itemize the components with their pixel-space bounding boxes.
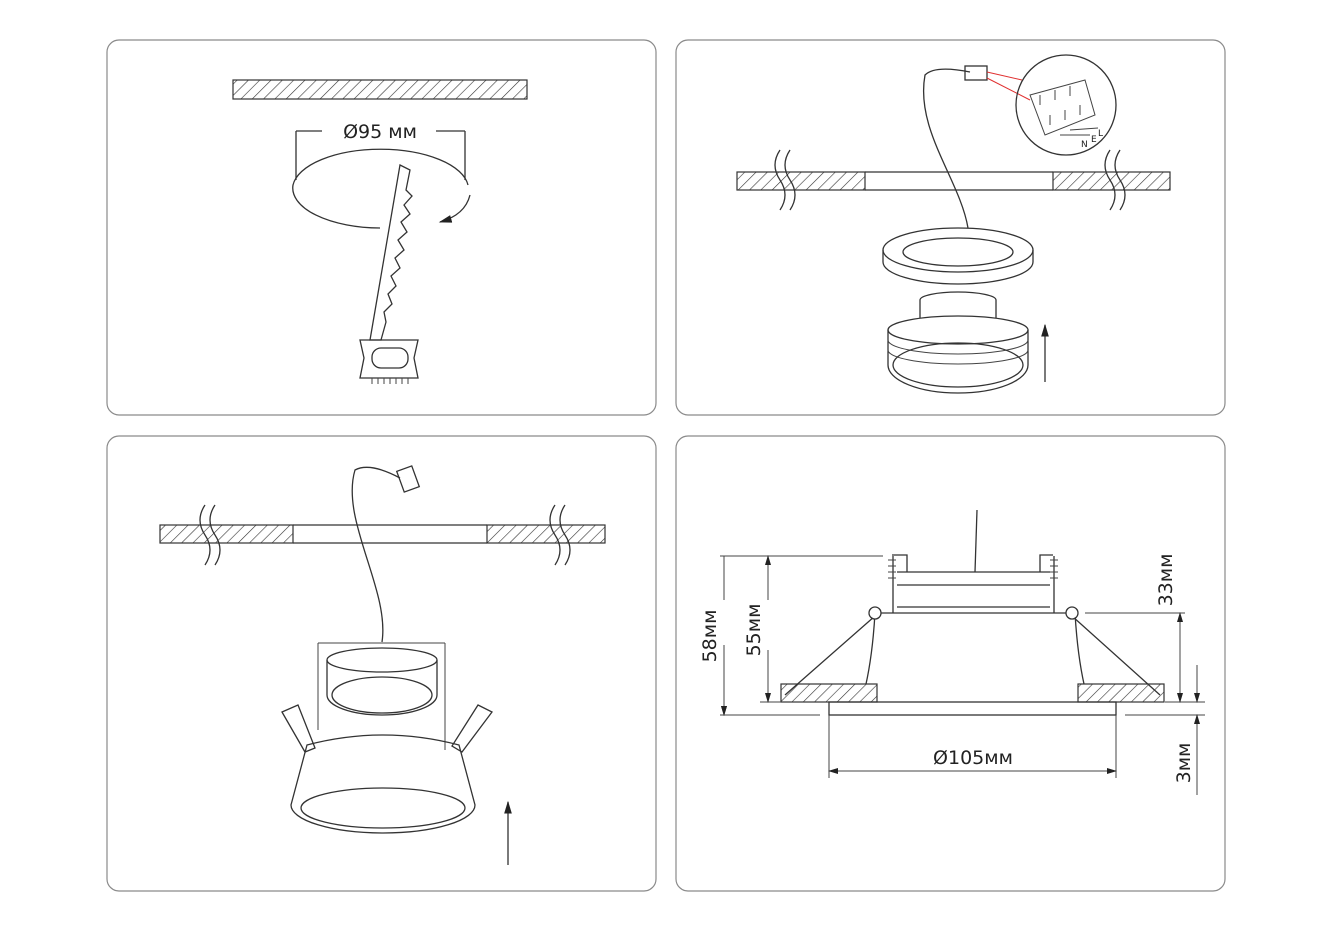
total-height-label: 58мм: [699, 610, 721, 663]
ceiling-section: [232, 79, 528, 100]
step-4-panel: 58мм 55мм 33мм 3мм Ø105мм: [675, 435, 1226, 892]
spring-clip-right: [451, 704, 493, 753]
saw-handle: [359, 339, 419, 379]
callout-lines: [986, 71, 1031, 101]
step-1-panel: Ø95 мм: [106, 39, 657, 416]
power-wire: [351, 466, 401, 643]
body-height-label: 55мм: [743, 604, 765, 657]
dimension-line: [295, 130, 466, 180]
terminal-block: [395, 465, 421, 493]
ceiling-hole: [292, 148, 469, 229]
lamp-module: [317, 642, 446, 750]
step-2-panel: L N E: [675, 39, 1226, 416]
spring-clip-left: [281, 704, 316, 753]
trim-diameter-label: Ø105мм: [933, 747, 1013, 769]
terminal-callout: [1015, 54, 1117, 156]
step-3-panel: [106, 435, 657, 892]
trim-thickness-label: 3мм: [1173, 743, 1195, 784]
power-wire: [974, 509, 978, 573]
power-wire: [923, 68, 971, 229]
saw-blade: [369, 164, 413, 341]
lamp-module: [887, 291, 1029, 394]
mounting-ring: [882, 227, 1034, 285]
terminal-label-n: N: [1081, 140, 1088, 150]
ceiling-hole: [293, 524, 487, 544]
hole-diameter-label: Ø95 мм: [343, 121, 417, 143]
top-height-label: 33мм: [1155, 554, 1177, 607]
terminal-label-l: L: [1098, 129, 1103, 139]
fixture-body: [281, 704, 493, 834]
terminal-label-e: E: [1091, 135, 1097, 145]
rotation-arrow: [438, 194, 471, 223]
dimension-lines: [720, 555, 1205, 795]
fixture-side-view: [780, 554, 1165, 716]
ceiling-hole: [865, 171, 1053, 191]
terminal-block: [964, 65, 988, 81]
